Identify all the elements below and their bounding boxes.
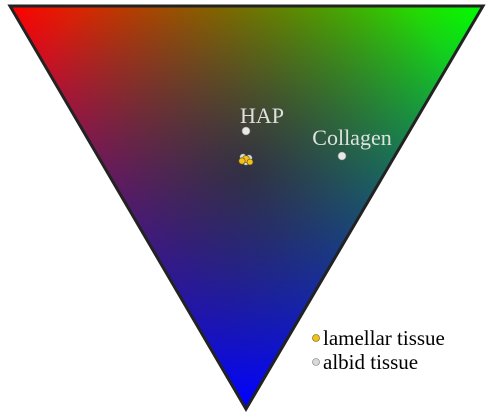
sample-cluster	[238, 153, 254, 166]
lamellar-sample-point	[246, 158, 254, 166]
legend: lamellar tissue albid tissue	[312, 326, 445, 374]
triangle-border	[7, 4, 486, 412]
legend-lamellar-label: lamellar tissue	[323, 326, 445, 350]
hap-label: HAP	[240, 103, 284, 128]
legend-albid-marker	[312, 358, 320, 366]
legend-albid-label: albid tissue	[323, 350, 418, 374]
legend-lamellar-marker	[312, 334, 320, 342]
hap-reference-point	[241, 126, 251, 136]
collagen-reference-point	[337, 151, 347, 161]
collagen-label: Collagen	[312, 125, 391, 150]
lamellar-sample-point	[238, 157, 246, 165]
